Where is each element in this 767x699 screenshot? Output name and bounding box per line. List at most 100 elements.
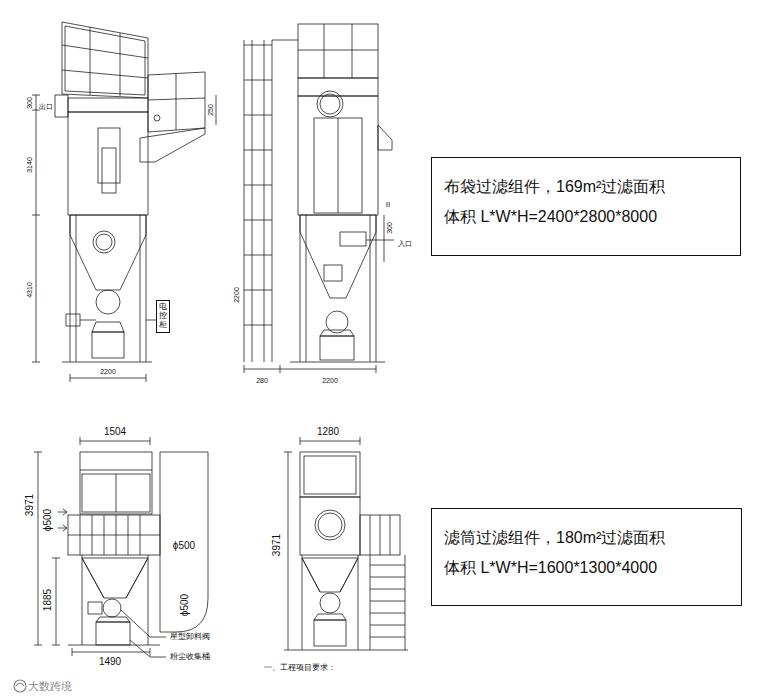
- cartridge-filter-front-view-line: [52, 558, 60, 559]
- cartridge-filter-front-view-line: [121, 610, 166, 637]
- bag-filter-front-view-line: [32, 95, 40, 96]
- cartridge-filter-side-view-line: [370, 625, 405, 626]
- bag-filter-front-view-line: [146, 374, 147, 382]
- dimension-label: ϕ500: [43, 508, 53, 532]
- dimension-label: 2200: [321, 377, 339, 384]
- bag-filter-front-view-line: [32, 110, 40, 111]
- bag-filter-front-view-line: [55, 95, 68, 117]
- bag-filter-front-view-line: [140, 215, 141, 362]
- dimension-label: 280: [255, 377, 269, 384]
- bag-filter-side-view-line: [376, 365, 377, 373]
- bag-filter-side-view-line: [366, 240, 394, 241]
- bag-filter-side-view-line: [244, 185, 272, 186]
- bag-filter-side-view-line: [244, 220, 272, 221]
- watermark: 大数跨境: [27, 681, 73, 692]
- cartridge-filter-front-view-line: [52, 645, 60, 646]
- dimension-label: 1885: [43, 588, 53, 612]
- bag-filter-front-view-line: [70, 378, 146, 379]
- bag-filter-front-view-line: [154, 115, 160, 121]
- bag-filter-front-view-line: [146, 320, 156, 321]
- dimension-label: 2200: [233, 286, 240, 304]
- bag-filter-side-view-line: [244, 80, 272, 81]
- bag-filter-front-view-line: [92, 322, 124, 332]
- cartridge-filter-front-view-line: [63, 525, 67, 531]
- bag-filter-side-view-line: [338, 118, 339, 213]
- bag-filter-front-view-line: [140, 128, 205, 162]
- bag-filter-side-view-line: [298, 96, 378, 215]
- bag-filter-side-view-line: [244, 365, 245, 373]
- bag-filter-side-view-line: [320, 94, 340, 114]
- bag-filter-front-view-line: [32, 215, 40, 216]
- cartridge-filter-side-view-line: [370, 577, 405, 578]
- spec-box: 布袋过滤组件，169m²过滤面积体积 L*W*H=2400*2800*8000: [431, 157, 741, 256]
- cartridge-filter-side-view-line: [390, 515, 391, 555]
- cartridge-filter-side-view-line: [380, 515, 381, 555]
- bag-filter-front-view-line: [70, 374, 71, 382]
- spec-text: 体积 L*W*H=2400*2800*8000: [444, 202, 728, 232]
- cartridge-filter-side-view-line: [302, 558, 358, 592]
- bag-filter-front-view-line: [68, 98, 148, 112]
- cartridge-filter-side-view-line: [300, 452, 360, 497]
- dimension-label: 4310: [26, 281, 33, 299]
- dimension-label: ϕ500: [172, 541, 196, 551]
- dimension-label: 250: [207, 103, 214, 117]
- cartridge-filter-front-view-line: [104, 515, 105, 555]
- cartridge-filter-side-view-line: [370, 555, 371, 650]
- bag-filter-front-view-line: [62, 362, 152, 363]
- cartridge-filter-front-view-line: [116, 515, 117, 555]
- bag-filter-side-view-line: [384, 215, 385, 262]
- cartridge-filter-front-view-line: [82, 558, 148, 598]
- bag-filter-front-view-line: [65, 26, 145, 95]
- cartridge-filter-side-view-line: [284, 650, 292, 651]
- part-label: 入口: [397, 240, 413, 247]
- bag-filter-front-view-line: [148, 72, 205, 132]
- bag-filter-front-view-line: [80, 320, 96, 321]
- cartridge-filter-front-view-line: [80, 452, 152, 514]
- bag-filter-front-view-line: [68, 112, 148, 215]
- bag-filter-side-view-line: [290, 362, 385, 363]
- cartridge-filter-side-view-line: [370, 589, 405, 590]
- cartridge-filter-side-view-line: [304, 456, 356, 494]
- cartridge-filter-front-view-line: [126, 558, 148, 598]
- bag-filter-front-view-line: [70, 215, 146, 290]
- watermark-logo-line: [14, 680, 26, 692]
- bag-filter-side-view-line: [376, 215, 377, 362]
- bag-filter-front-view-line: [70, 215, 71, 362]
- cartridge-filter-front-view-line: [88, 602, 102, 614]
- cartridge-filter-side-view-line: [302, 558, 320, 592]
- bag-filter-side-view: [244, 24, 394, 373]
- cartridge-filter-side-view-line: [370, 515, 371, 555]
- bag-filter-front-view-line: [62, 22, 148, 98]
- cartridge-filter-front-view-line: [80, 441, 150, 442]
- bag-filter-side-view-line: [244, 150, 272, 151]
- bag-filter-side-view-line: [317, 91, 343, 117]
- watermark-logo: [14, 680, 26, 692]
- bag-filter-side-view-line: [244, 115, 272, 116]
- cartridge-filter-front-view-line: [82, 474, 150, 512]
- cartridge-filter-side-view-line: [300, 497, 360, 555]
- part-label: 粉尘收集桶: [169, 653, 211, 661]
- cartridge-filter-front-view-line: [34, 645, 42, 646]
- cartridge-filter-front-view-line: [80, 437, 81, 445]
- cartridge-filter-side-view-line: [370, 637, 405, 638]
- watermark-logo-line: [16, 683, 24, 686]
- cartridge-filter-front-view-line: [72, 648, 73, 656]
- cartridge-filter-side-view-line: [370, 601, 405, 602]
- cartridge-filter-front-view-line: [68, 515, 160, 555]
- cartridge-filter-front-view-line: [82, 555, 83, 645]
- cartridge-filter-side-view-line: [370, 565, 405, 566]
- cartridge-filter-front-view-line: [92, 515, 93, 555]
- bag-filter-side-view-line: [244, 325, 272, 326]
- bag-filter-side-view-line: [272, 40, 273, 362]
- bag-filter-front-view-line: [66, 314, 80, 326]
- bag-filter-side-view-line: [320, 330, 354, 336]
- cartridge-filter-front-view-line: [128, 515, 129, 555]
- bag-filter-front-view-line: [96, 234, 112, 250]
- cartridge-filter-front-view-line: [56, 558, 57, 645]
- bag-filter-side-view-line: [244, 290, 272, 291]
- part-label: 出口: [38, 103, 54, 110]
- cartridge-filter-side-view-line: [302, 555, 303, 650]
- bag-filter-front-view-line: [92, 332, 124, 358]
- dimension-label: 1504: [103, 427, 127, 437]
- dimension-label: 3140: [26, 156, 33, 174]
